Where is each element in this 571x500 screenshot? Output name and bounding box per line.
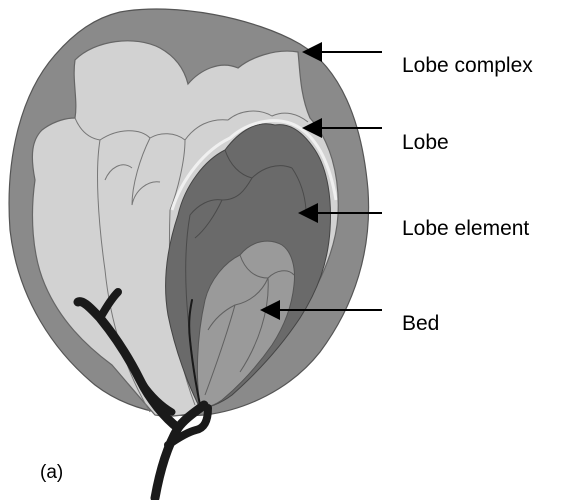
label-bed: Bed (402, 313, 439, 334)
label-lobe: Lobe (402, 132, 449, 153)
label-lobe-element: Lobe element (402, 218, 529, 239)
panel-label: (a) (40, 463, 63, 482)
label-lobe-complex: Lobe complex (402, 55, 533, 76)
